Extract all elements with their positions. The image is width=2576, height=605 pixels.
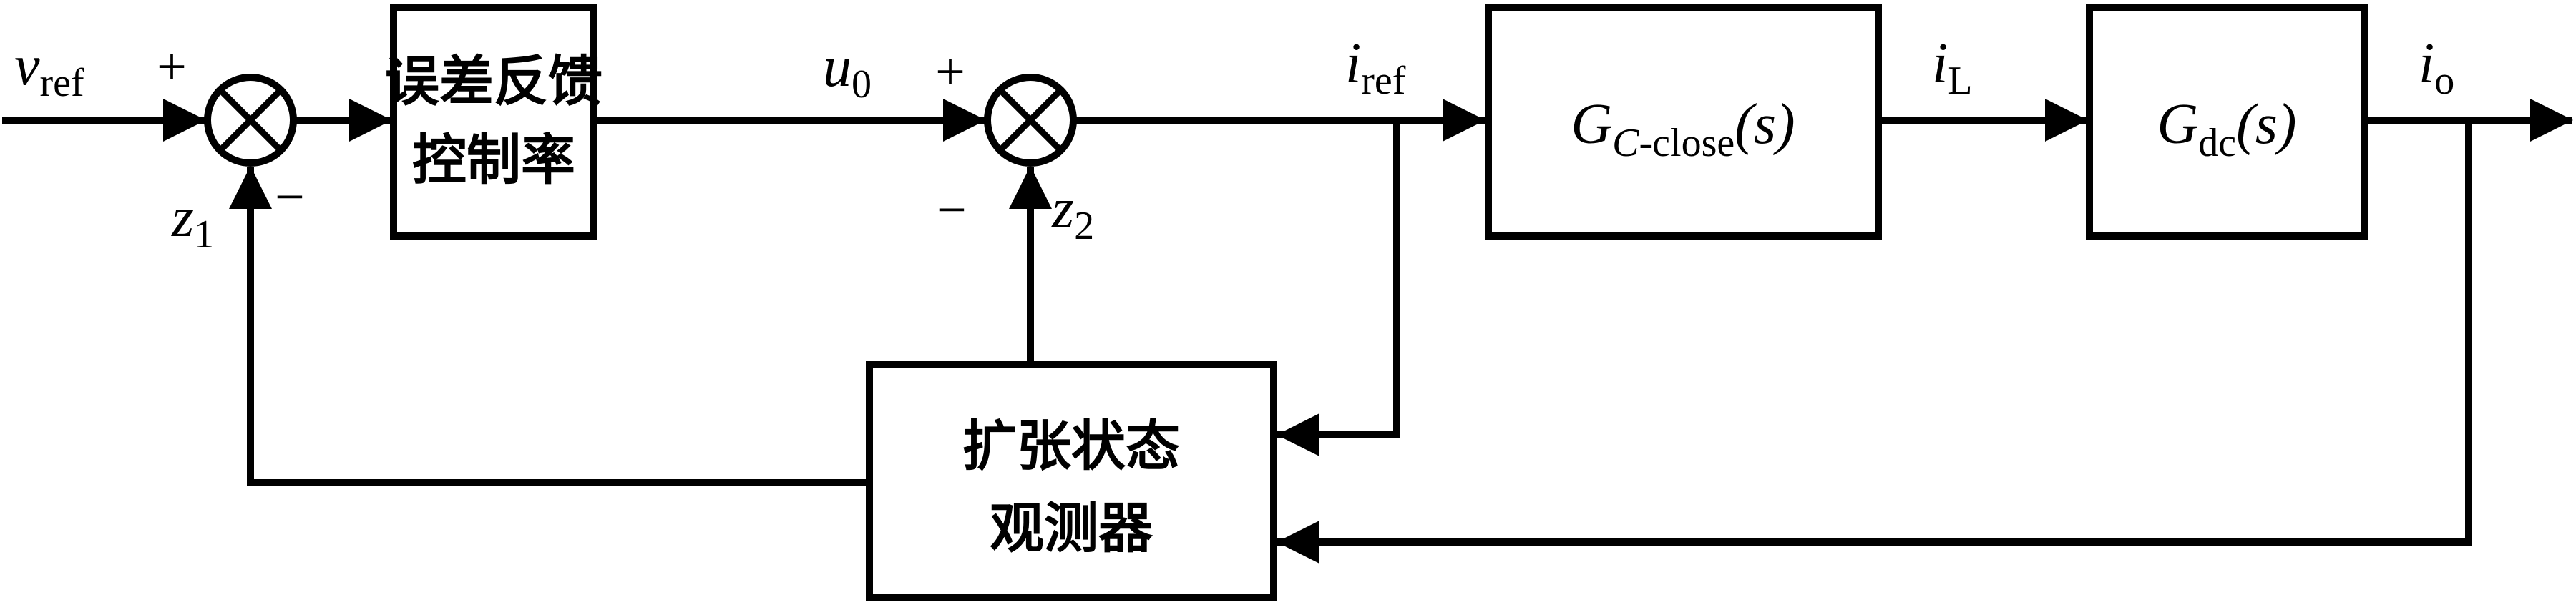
- signal-label-u0: u0: [823, 36, 872, 107]
- gdc-block: Gdc(s): [2086, 4, 2368, 240]
- signal-label-z1: z1: [171, 186, 214, 257]
- wire-z1-feedback: [229, 166, 873, 486]
- signal-label-il: iL: [1932, 32, 1972, 103]
- sum2-plus-sign: +: [935, 43, 965, 102]
- sum1-minus-sign: −: [275, 168, 305, 227]
- signal-label-iref: iref: [1345, 32, 1406, 103]
- summing-junction-2: [984, 74, 1077, 167]
- gc-close-label: GC-close(s): [1571, 93, 1795, 165]
- eso-label-line1: 扩张状态: [962, 414, 1180, 478]
- signal-label-io: io: [2419, 32, 2454, 103]
- error-feedback-label-line2: 控制率: [412, 128, 575, 192]
- gdc-label: Gdc(s): [2157, 93, 2296, 165]
- gc-close-block: GC-close(s): [1485, 4, 1882, 240]
- sum1-plus-sign: +: [157, 38, 187, 97]
- error-feedback-control-block: 误差反馈 控制率: [385, 4, 602, 240]
- eso-label-line2: 观测器: [990, 496, 1153, 560]
- sum2-minus-sign: −: [937, 181, 967, 240]
- wire-iref-to-eso: [1277, 117, 1400, 456]
- wire-io-to-eso: [1277, 117, 2472, 564]
- extended-state-observer-block: 扩张状态 观测器: [866, 361, 1277, 601]
- summing-junction-1: [204, 74, 297, 167]
- signal-label-z2: z2: [1051, 177, 1094, 248]
- wires: [2, 99, 2573, 564]
- error-feedback-label-line1: 误差反馈: [385, 49, 602, 113]
- signal-label-vref: vref: [14, 34, 84, 105]
